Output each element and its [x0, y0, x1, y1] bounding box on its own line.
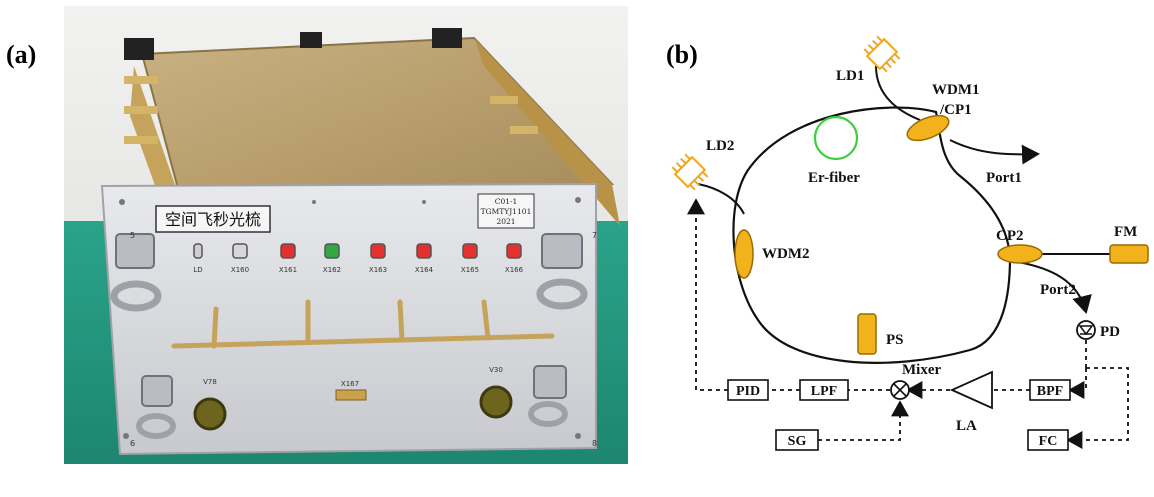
- side-number: 6: [130, 439, 135, 448]
- indicator-label: X165: [461, 266, 479, 274]
- indicator-label: X164: [415, 266, 434, 274]
- label-wdm1: WDM1: [932, 82, 980, 98]
- indicator-lamp-ld: LD: [193, 243, 203, 274]
- label-wdm2: WDM2: [762, 246, 810, 262]
- id-plate-line: TGMTYJ1101: [481, 207, 532, 216]
- la-amplifier-icon: [949, 370, 993, 410]
- ld1-laser-icon: [863, 35, 901, 73]
- connector-label: V30: [489, 366, 503, 374]
- indicator-lamp-x160: X160: [231, 243, 249, 274]
- label-sg: SG: [788, 434, 807, 449]
- label-la: LA: [956, 418, 977, 434]
- er-fiber-coil: [813, 115, 859, 161]
- label-fc: FC: [1039, 434, 1058, 449]
- label-ld1: LD1: [836, 68, 864, 84]
- comb-schematic: LD1 WDM1 /CP1 LD2 Er-fiber Port1 CP2 FM …: [671, 35, 1149, 451]
- label-fm: FM: [1114, 224, 1137, 240]
- ld2-laser-icon: [671, 153, 709, 191]
- pid-box: [727, 379, 769, 401]
- label-lpf: LPF: [811, 384, 837, 399]
- indicator-label: X163: [369, 266, 387, 274]
- label-mixer: Mixer: [902, 362, 941, 378]
- panel-label-b: (b): [666, 40, 698, 69]
- indicator-label: X161: [279, 266, 297, 274]
- indicator-label: X162: [323, 266, 341, 274]
- side-number: 8: [592, 439, 597, 448]
- indicator-lamp-x166: X166: [505, 243, 524, 274]
- label-pd: PD: [1100, 324, 1120, 340]
- mixer-icon: [890, 380, 910, 400]
- label-port2: Port2: [1040, 282, 1076, 298]
- connector-label: V78: [203, 378, 217, 386]
- phase-shifter: [857, 313, 877, 355]
- connector-label: X167: [341, 380, 359, 388]
- bpf-box: [1029, 379, 1071, 401]
- sg-box: [775, 429, 819, 451]
- wdm2-coupler: [734, 229, 754, 279]
- id-plate-line: C01-1: [495, 197, 518, 206]
- label-er-fiber: Er-fiber: [808, 170, 860, 186]
- indicator-lamp-x163: X163: [369, 243, 387, 274]
- indicator-lamp-x165: X165: [461, 243, 479, 274]
- label-ps: PS: [886, 332, 904, 348]
- lpf-box: [799, 379, 849, 401]
- indicator-label: X160: [231, 266, 249, 274]
- indicator-label: X166: [505, 266, 524, 274]
- front-title: 空间飞秒光梳: [165, 210, 261, 229]
- fiber-ring: [732, 106, 1012, 364]
- indicator-label: LD: [193, 266, 202, 274]
- indicator-lamp-x162: X162: [323, 243, 341, 274]
- side-number: 5: [130, 231, 135, 240]
- wdm1-coupler: [906, 114, 950, 142]
- faraday-mirror: [1109, 244, 1149, 264]
- panel-label-a: (a): [6, 40, 37, 69]
- cp2-coupler: [997, 244, 1043, 264]
- label-port1: Port1: [986, 170, 1022, 186]
- label-bpf: BPF: [1037, 384, 1063, 399]
- indicator-lamp-x164: X164: [415, 243, 434, 274]
- label-ld2: LD2: [706, 138, 734, 154]
- side-number: 7: [592, 231, 597, 240]
- photodiode-icon: [1076, 320, 1096, 340]
- id-plate-line: 2021: [496, 217, 515, 226]
- indicator-lamp-x161: X161: [279, 243, 297, 274]
- label-cp1: /CP1: [939, 102, 972, 118]
- label-cp2: CP2: [996, 228, 1024, 244]
- fc-box: [1027, 429, 1069, 451]
- label-pid: PID: [736, 384, 760, 399]
